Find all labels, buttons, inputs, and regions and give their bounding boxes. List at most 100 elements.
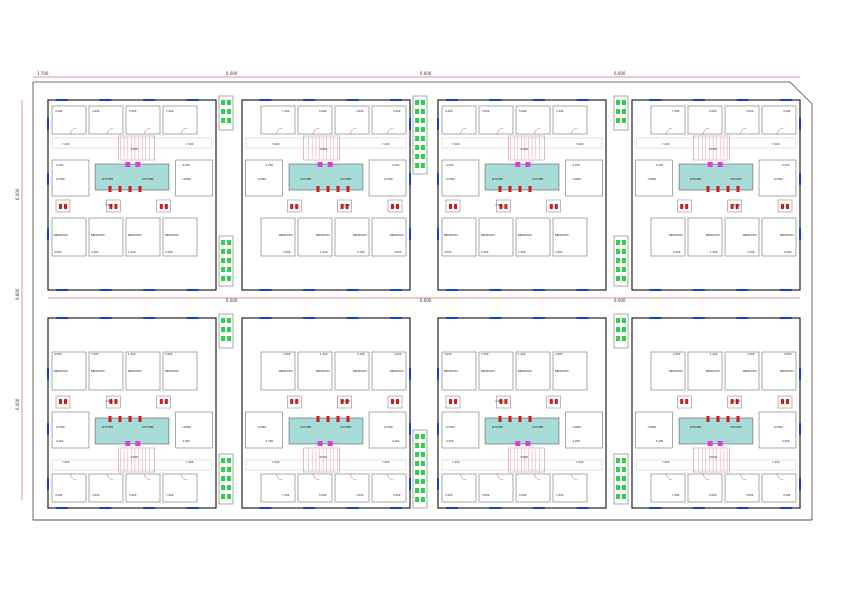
- living-label: LIVING: [446, 177, 455, 181]
- window: [186, 289, 199, 291]
- plant: [227, 485, 231, 490]
- room-dim: 2.600: [673, 352, 681, 356]
- room-dim: 4.200: [446, 439, 454, 443]
- room-dim: 2.600: [555, 250, 563, 254]
- lift: [125, 162, 131, 167]
- bath: [677, 199, 692, 213]
- room-dim: 3.600: [482, 493, 490, 497]
- plant: [221, 249, 225, 254]
- plant: [221, 267, 225, 272]
- bath: [156, 395, 172, 409]
- door-swing: [666, 127, 673, 135]
- planter-outline: [218, 453, 234, 505]
- lift: [717, 162, 723, 167]
- sanitary-fixture: [138, 416, 142, 422]
- unit-outer-wall: [241, 317, 411, 509]
- bedroom-label: BEDROOM: [165, 369, 179, 373]
- bedroom: [125, 351, 161, 391]
- planter-outline: [412, 429, 428, 509]
- bedroom: [761, 217, 797, 257]
- dim-top-1: 6.000: [226, 71, 238, 76]
- window: [143, 99, 156, 101]
- plant: [421, 470, 425, 475]
- sanitary-fixture: [108, 416, 112, 422]
- planter-outline: [613, 453, 629, 505]
- sanitary-fixture: [164, 399, 168, 404]
- corridor: [51, 459, 213, 471]
- window: [736, 317, 749, 319]
- bedroom: [552, 351, 588, 391]
- bedroom: [478, 351, 514, 391]
- stair-label: STAIR: [709, 455, 717, 459]
- room-dim: 1.400: [320, 250, 328, 254]
- sanitary-fixture: [316, 186, 320, 192]
- plant: [421, 461, 425, 466]
- sanitary-fixture: [736, 186, 740, 192]
- room-dim: 3.200: [747, 250, 755, 254]
- room-dim: 4.200: [782, 163, 790, 167]
- planter-strip-a1: [218, 313, 234, 349]
- apartment-unit-5: 4.2003.6005.0007.4007.4007.400STAIRKITCH…: [241, 317, 411, 509]
- bedroom: [125, 105, 161, 135]
- window: [780, 507, 792, 509]
- lift: [125, 441, 131, 446]
- living: [758, 159, 797, 197]
- bath: [496, 199, 511, 213]
- plant: [421, 434, 425, 439]
- stair-label: STAIR: [131, 147, 139, 151]
- bedroom-label: BEDROOM: [743, 233, 757, 237]
- plant: [227, 249, 231, 254]
- room-dim: 4.200: [182, 163, 190, 167]
- room-dim: 4.200: [392, 439, 400, 443]
- sanitary-fixture: [64, 204, 67, 209]
- sanitary-fixture: [326, 186, 330, 192]
- planter-strip-b0: [218, 235, 234, 287]
- door-swing: [70, 127, 77, 135]
- sanitary-fixture: [295, 399, 299, 404]
- corridor: [635, 459, 797, 471]
- window: [649, 507, 662, 509]
- lift: [317, 162, 323, 167]
- sanitary-fixture: [528, 186, 532, 192]
- planter-outline: [218, 235, 234, 287]
- sanitary-fixture: [554, 204, 558, 209]
- plant: [616, 258, 620, 263]
- bath: [387, 395, 403, 409]
- site-boundary: [32, 81, 813, 521]
- plant: [221, 327, 225, 332]
- plant: [421, 163, 425, 168]
- sanitary-fixture: [295, 204, 299, 209]
- window: [576, 317, 589, 319]
- bedroom: [552, 217, 588, 257]
- plant: [227, 100, 231, 105]
- bedroom-label: BEDROOM: [481, 369, 495, 373]
- plant: [622, 485, 626, 490]
- window: [692, 507, 705, 509]
- door-swing: [181, 127, 188, 135]
- bath: [496, 395, 511, 409]
- plant: [221, 276, 225, 281]
- living-label: LIVING: [774, 425, 783, 429]
- bedroom: [761, 351, 797, 391]
- plant: [227, 327, 231, 332]
- plant: [616, 336, 620, 341]
- bedroom: [441, 473, 477, 503]
- bedroom-label: BEDROOM: [743, 369, 757, 373]
- plant: [227, 458, 231, 463]
- window: [533, 99, 546, 101]
- corridor: [441, 137, 603, 149]
- plant: [415, 470, 419, 475]
- plant: [221, 336, 225, 341]
- bedroom-label: BEDROOM: [390, 369, 404, 373]
- lift: [327, 441, 333, 446]
- plant: [622, 100, 626, 105]
- window: [780, 99, 792, 101]
- bedroom-label: BEDROOM: [555, 233, 569, 237]
- sanitary-fixture: [316, 416, 320, 422]
- lift: [515, 162, 521, 167]
- window: [799, 478, 801, 490]
- plant: [622, 458, 626, 463]
- bath: [337, 199, 352, 213]
